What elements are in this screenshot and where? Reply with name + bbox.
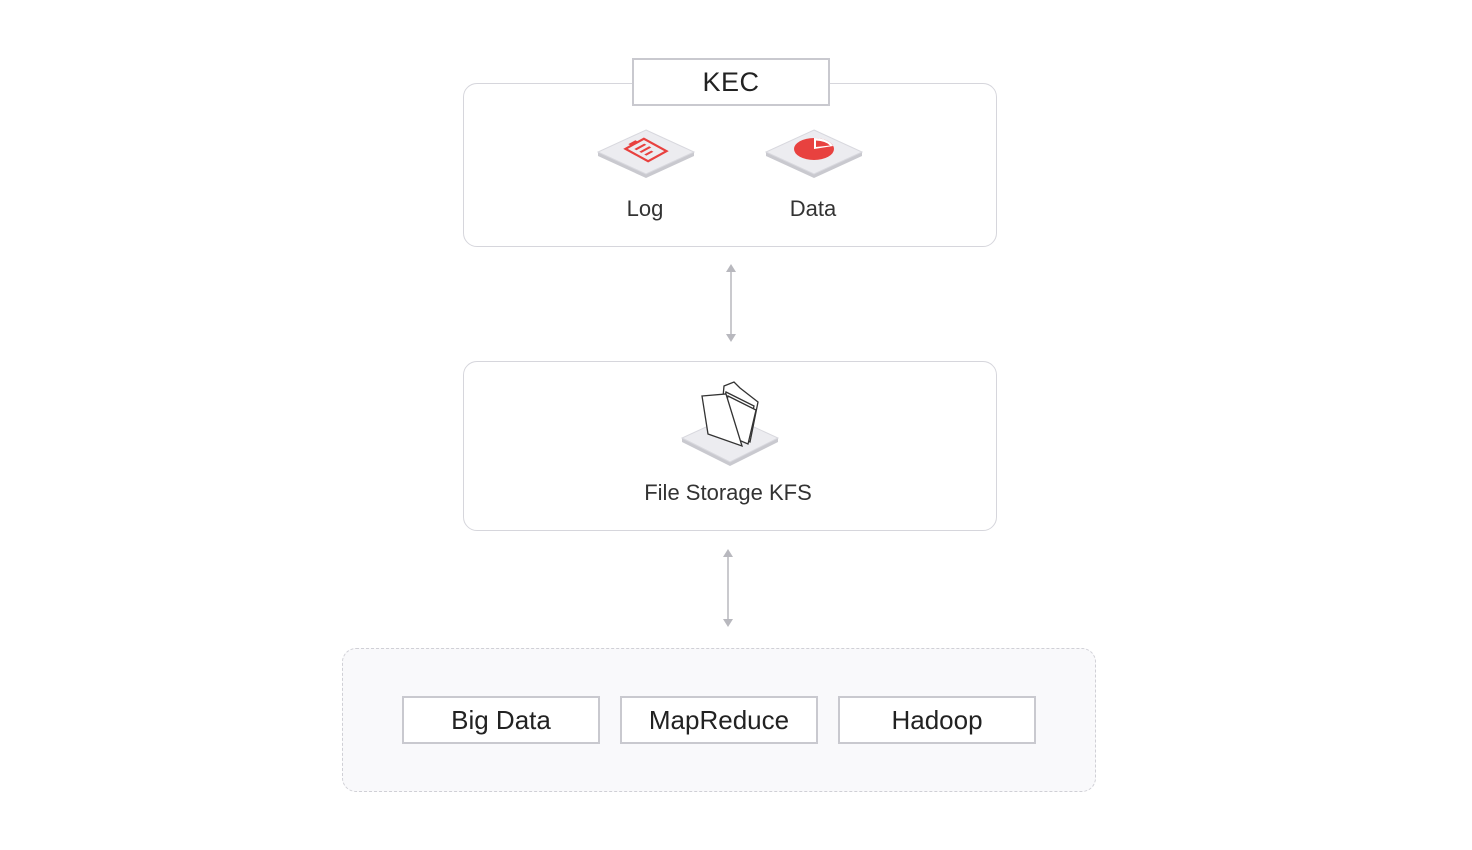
- kec-title: KEC: [632, 58, 830, 106]
- bidirectional-arrow-icon: [718, 547, 738, 636]
- log-label: Log: [626, 196, 664, 221]
- pie-chart-icon: [764, 128, 864, 189]
- kec-group-box: [463, 83, 997, 247]
- folder-files-icon: [680, 380, 780, 473]
- tag-mapreduce: MapReduce: [620, 696, 818, 744]
- log-document-icon: [596, 128, 696, 189]
- tag-hadoop: Hadoop: [838, 696, 1036, 744]
- data-label: Data: [789, 196, 837, 221]
- bidirectional-arrow-icon: [721, 262, 741, 351]
- tag-big-data: Big Data: [402, 696, 600, 744]
- kfs-label: File Storage KFS: [644, 480, 812, 505]
